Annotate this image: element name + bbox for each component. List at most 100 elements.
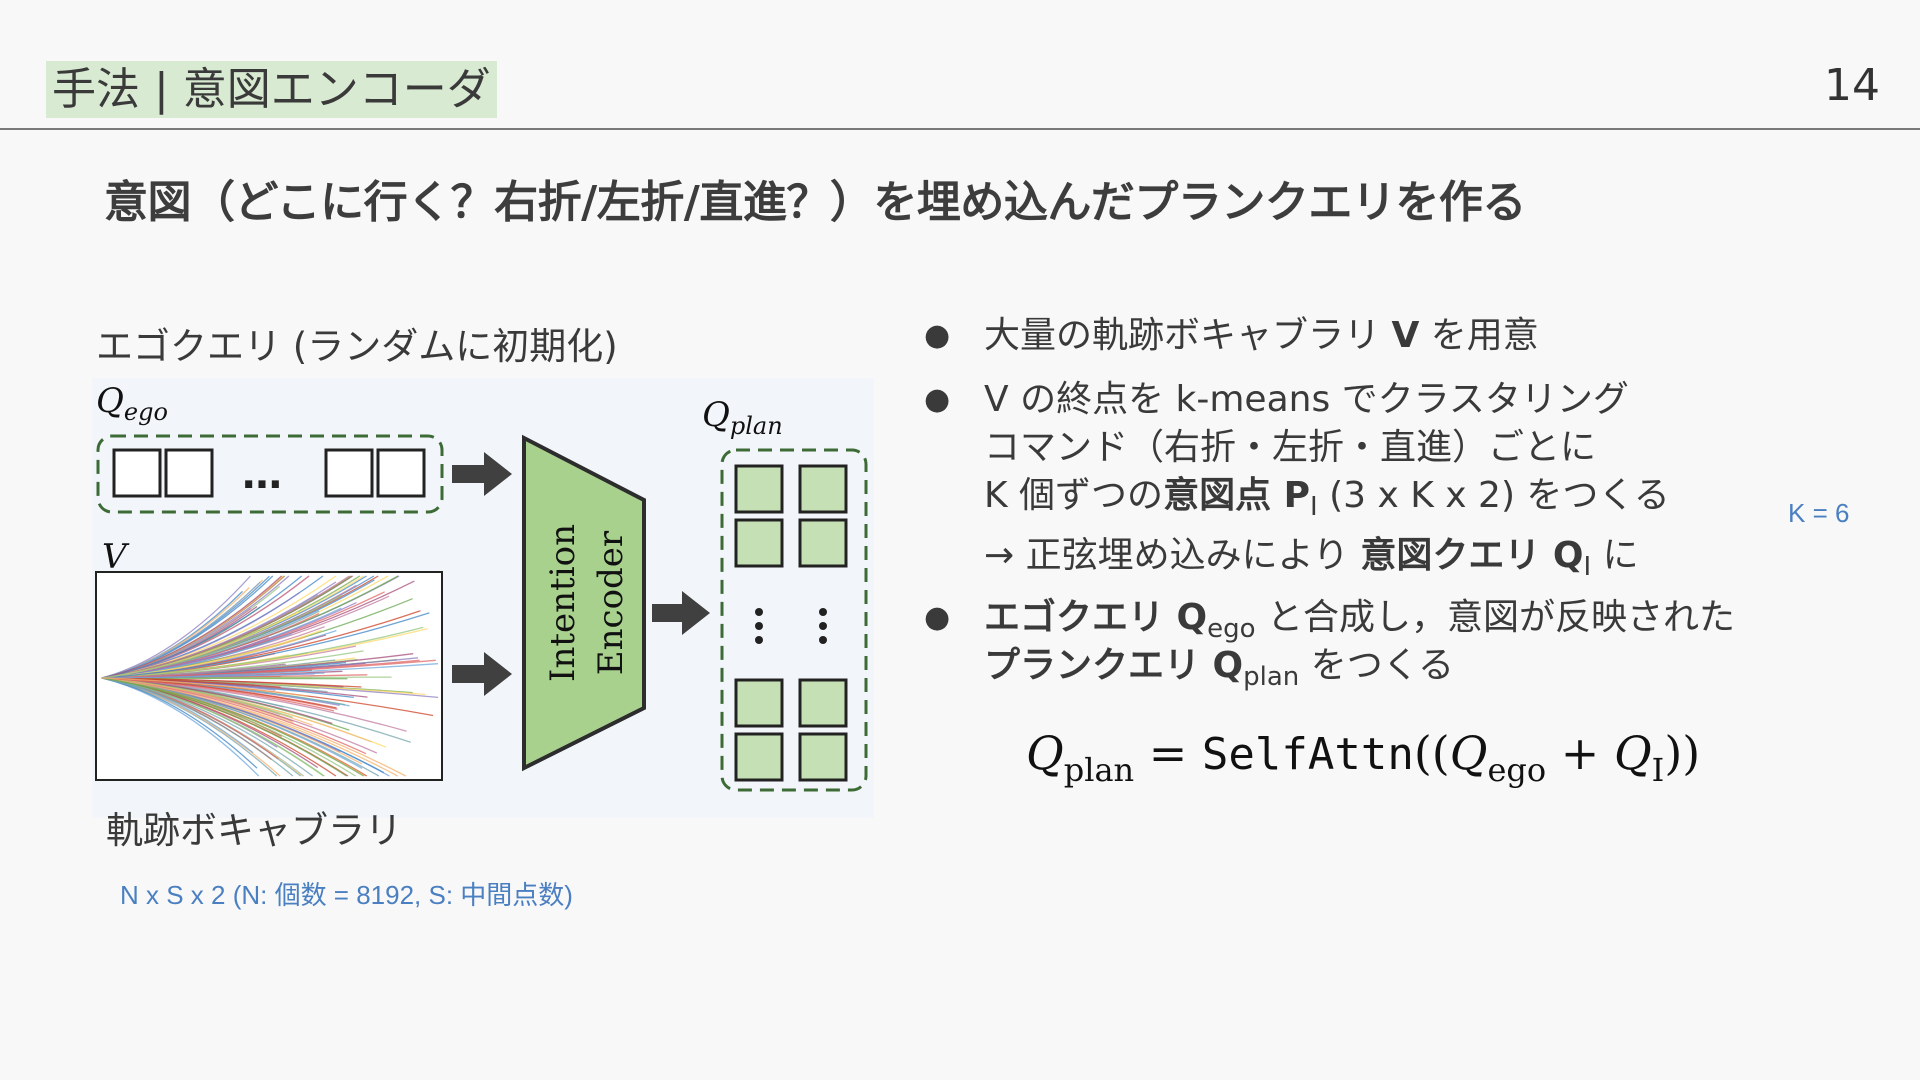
trajectory-line bbox=[101, 575, 350, 679]
eq-operator: = bbox=[1134, 726, 1202, 780]
bullet-dot: ● bbox=[924, 318, 951, 353]
page-number: 14 bbox=[1824, 60, 1880, 111]
q-ego-cell bbox=[376, 448, 426, 498]
q-ego-cell bbox=[324, 448, 374, 498]
bullet-item: ● V の終点を k-means でクラスタリング コマンド（右折・左折・直進）… bbox=[922, 376, 1882, 520]
slide-title: 意図（どこに行く？右折/左折/直進？）を埋め込んだプランクエリを作る bbox=[104, 177, 1526, 228]
vdots bbox=[755, 622, 763, 630]
figure-caption-top: エゴクエリ (ランダムに初期化) bbox=[96, 325, 618, 368]
eq-term: Q bbox=[1026, 726, 1064, 780]
eq-term: Q bbox=[1449, 726, 1488, 780]
trajectory-lines bbox=[101, 575, 439, 777]
bullet-bold: プランクエリ Q bbox=[984, 645, 1244, 686]
trajectory-line bbox=[101, 626, 424, 679]
eq-operator: + bbox=[1546, 726, 1614, 780]
intention-encoder-block bbox=[522, 434, 646, 772]
k-note: K = 6 bbox=[1788, 498, 1850, 528]
vdots bbox=[819, 608, 827, 616]
q-plan-label: Qplan bbox=[702, 395, 783, 440]
bullet-sub: ego bbox=[1207, 614, 1256, 644]
q-plan-cell bbox=[798, 518, 848, 568]
trajectory-line bbox=[101, 672, 325, 679]
q-plan-cell bbox=[734, 518, 784, 568]
encoder-label-line1: Intention bbox=[543, 524, 583, 682]
eq-sub: plan bbox=[1063, 751, 1135, 789]
trajectory-line bbox=[101, 677, 258, 769]
bullet-list: ● 大量の軌跡ボキャブラリ V を用意 ● V の終点を k-means でクラ… bbox=[922, 312, 1882, 690]
eq-paren: (( bbox=[1413, 726, 1450, 780]
q-plan-cell bbox=[734, 732, 784, 782]
trajectory-line bbox=[101, 612, 430, 679]
bullet-dot: ● bbox=[924, 382, 951, 417]
section-header: 手法 | 意図エンコーダ bbox=[46, 61, 497, 118]
trajectory-line bbox=[101, 677, 347, 777]
bullet-text: → 正弦埋め込みにより bbox=[984, 535, 1361, 576]
vdots bbox=[755, 608, 763, 616]
vdots bbox=[819, 622, 827, 630]
trajectory-line bbox=[101, 677, 308, 697]
equation: Qplan = SelfAttn((Qego + QI)) bbox=[1026, 726, 1701, 789]
trajectory-line bbox=[101, 677, 406, 777]
bullet-item: ● エゴクエリ Qego と合成し，意図が反映された プランクエリ Qplan … bbox=[922, 594, 1882, 690]
trajectory-line bbox=[101, 594, 343, 679]
encoder-label-line2: Encoder bbox=[591, 530, 631, 675]
trajectory-line bbox=[101, 575, 303, 679]
vdots bbox=[819, 636, 827, 644]
bullet-text: をつくる bbox=[1299, 645, 1455, 686]
intention-encoder-diagram: Qego … V Intention Encoder Qplan bbox=[92, 378, 874, 818]
bullet-sub: I bbox=[1309, 492, 1318, 522]
q-plan-cell bbox=[734, 464, 784, 514]
bullet-dot: ● bbox=[924, 600, 951, 635]
arrow-right bbox=[452, 452, 512, 496]
q-ego-ellipsis: … bbox=[242, 452, 282, 498]
arrow-right bbox=[452, 652, 512, 696]
bullet-line: コマンド（右折・左折・直進）ごとに bbox=[984, 427, 1597, 468]
bullet-bold: 意図点 P bbox=[1163, 475, 1310, 516]
q-plan-cell bbox=[798, 464, 848, 514]
bullet-line: エゴクエリ Qego と合成し，意図が反映された bbox=[984, 594, 1882, 642]
q-ego-cell bbox=[112, 448, 162, 498]
q-plan-cell bbox=[798, 732, 848, 782]
bullet-sub: plan bbox=[1243, 662, 1300, 692]
trajectory-line bbox=[101, 677, 313, 777]
vdots bbox=[755, 636, 763, 644]
eq-term: Q bbox=[1613, 726, 1652, 780]
figure: Qego … V Intention Encoder Qplan bbox=[92, 378, 874, 818]
bullet-line: K 個ずつの意図点 PI (3 x K x 2) をつくる bbox=[984, 472, 1882, 520]
trajectory-line bbox=[101, 575, 283, 679]
trajectory-line bbox=[101, 677, 335, 712]
trajectory-line bbox=[101, 602, 357, 679]
q-plan-cells bbox=[734, 464, 848, 782]
eq-sub: ego bbox=[1487, 751, 1547, 789]
bullet-item: ● 大量の軌跡ボキャブラリ V を用意 bbox=[922, 312, 1882, 360]
bullet-text: (3 x K x 2) をつくる bbox=[1317, 475, 1670, 516]
figure-caption-bottom: 軌跡ボキャブラリ bbox=[106, 809, 402, 852]
figure-note: N x S x 2 (N: 個数 = 8192, S: 中間点数) bbox=[120, 880, 573, 910]
q-ego-label: Qego bbox=[96, 381, 168, 426]
q-ego-dashed-box bbox=[96, 434, 444, 514]
q-ego-cell bbox=[164, 448, 214, 498]
eq-paren: )) bbox=[1664, 726, 1701, 780]
bullet-bold: V bbox=[1391, 315, 1420, 356]
q-plan-dashed-box bbox=[720, 448, 868, 792]
v-label: V bbox=[102, 537, 130, 577]
bullet-sub: I bbox=[1583, 552, 1592, 582]
bullet-text: 大量の軌跡ボキャブラリ bbox=[984, 315, 1392, 356]
bullet-bold: エゴクエリ Q bbox=[984, 597, 1208, 638]
arrow-right bbox=[652, 591, 710, 635]
bullet-text: と合成し，意図が反映された bbox=[1255, 597, 1736, 638]
eq-sub: I bbox=[1651, 751, 1665, 789]
trajectory-line bbox=[101, 677, 294, 777]
header-rule bbox=[0, 128, 1920, 130]
bullet-line: プランクエリ Qplan をつくる bbox=[984, 642, 1882, 690]
trajectory-line bbox=[101, 677, 294, 723]
eq-function: SelfAttn bbox=[1201, 729, 1414, 780]
q-plan-cell bbox=[734, 678, 784, 728]
bullet-text: K 個ずつの bbox=[984, 475, 1164, 516]
bullet-line: V の終点を k-means でクラスタリング bbox=[984, 379, 1629, 420]
bullet-bold: 意図クエリ Q bbox=[1360, 535, 1584, 576]
bullet-text: を用意 bbox=[1419, 315, 1539, 356]
q-plan-cell bbox=[798, 678, 848, 728]
bullet-text: に bbox=[1591, 535, 1639, 576]
arrow-line: → 正弦埋め込みにより 意図クエリ QI に bbox=[922, 532, 1882, 580]
